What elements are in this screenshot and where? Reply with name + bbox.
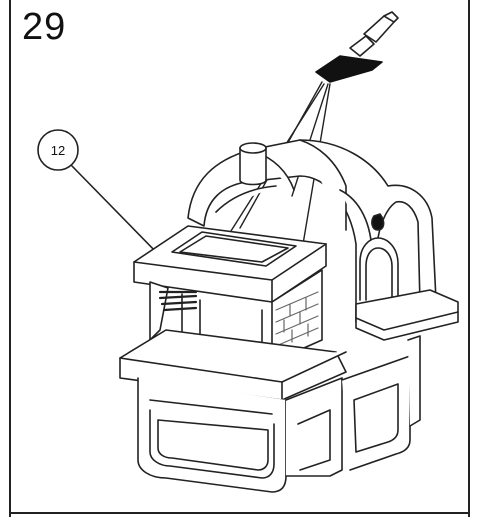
step-number: 29 — [22, 6, 67, 48]
frame-border-bottom — [9, 512, 470, 514]
spray-brush-icon — [315, 11, 399, 83]
top-tray — [133, 225, 327, 303]
oven-counter — [355, 289, 459, 341]
callout-12 — [37, 129, 161, 257]
callout-label: 12 — [51, 143, 65, 158]
frame-border-right — [468, 0, 470, 517]
oven-dome — [187, 139, 437, 323]
base-slab — [119, 329, 347, 401]
frame-border-left — [9, 0, 11, 517]
stand — [137, 335, 421, 493]
brick-pattern — [275, 291, 319, 347]
